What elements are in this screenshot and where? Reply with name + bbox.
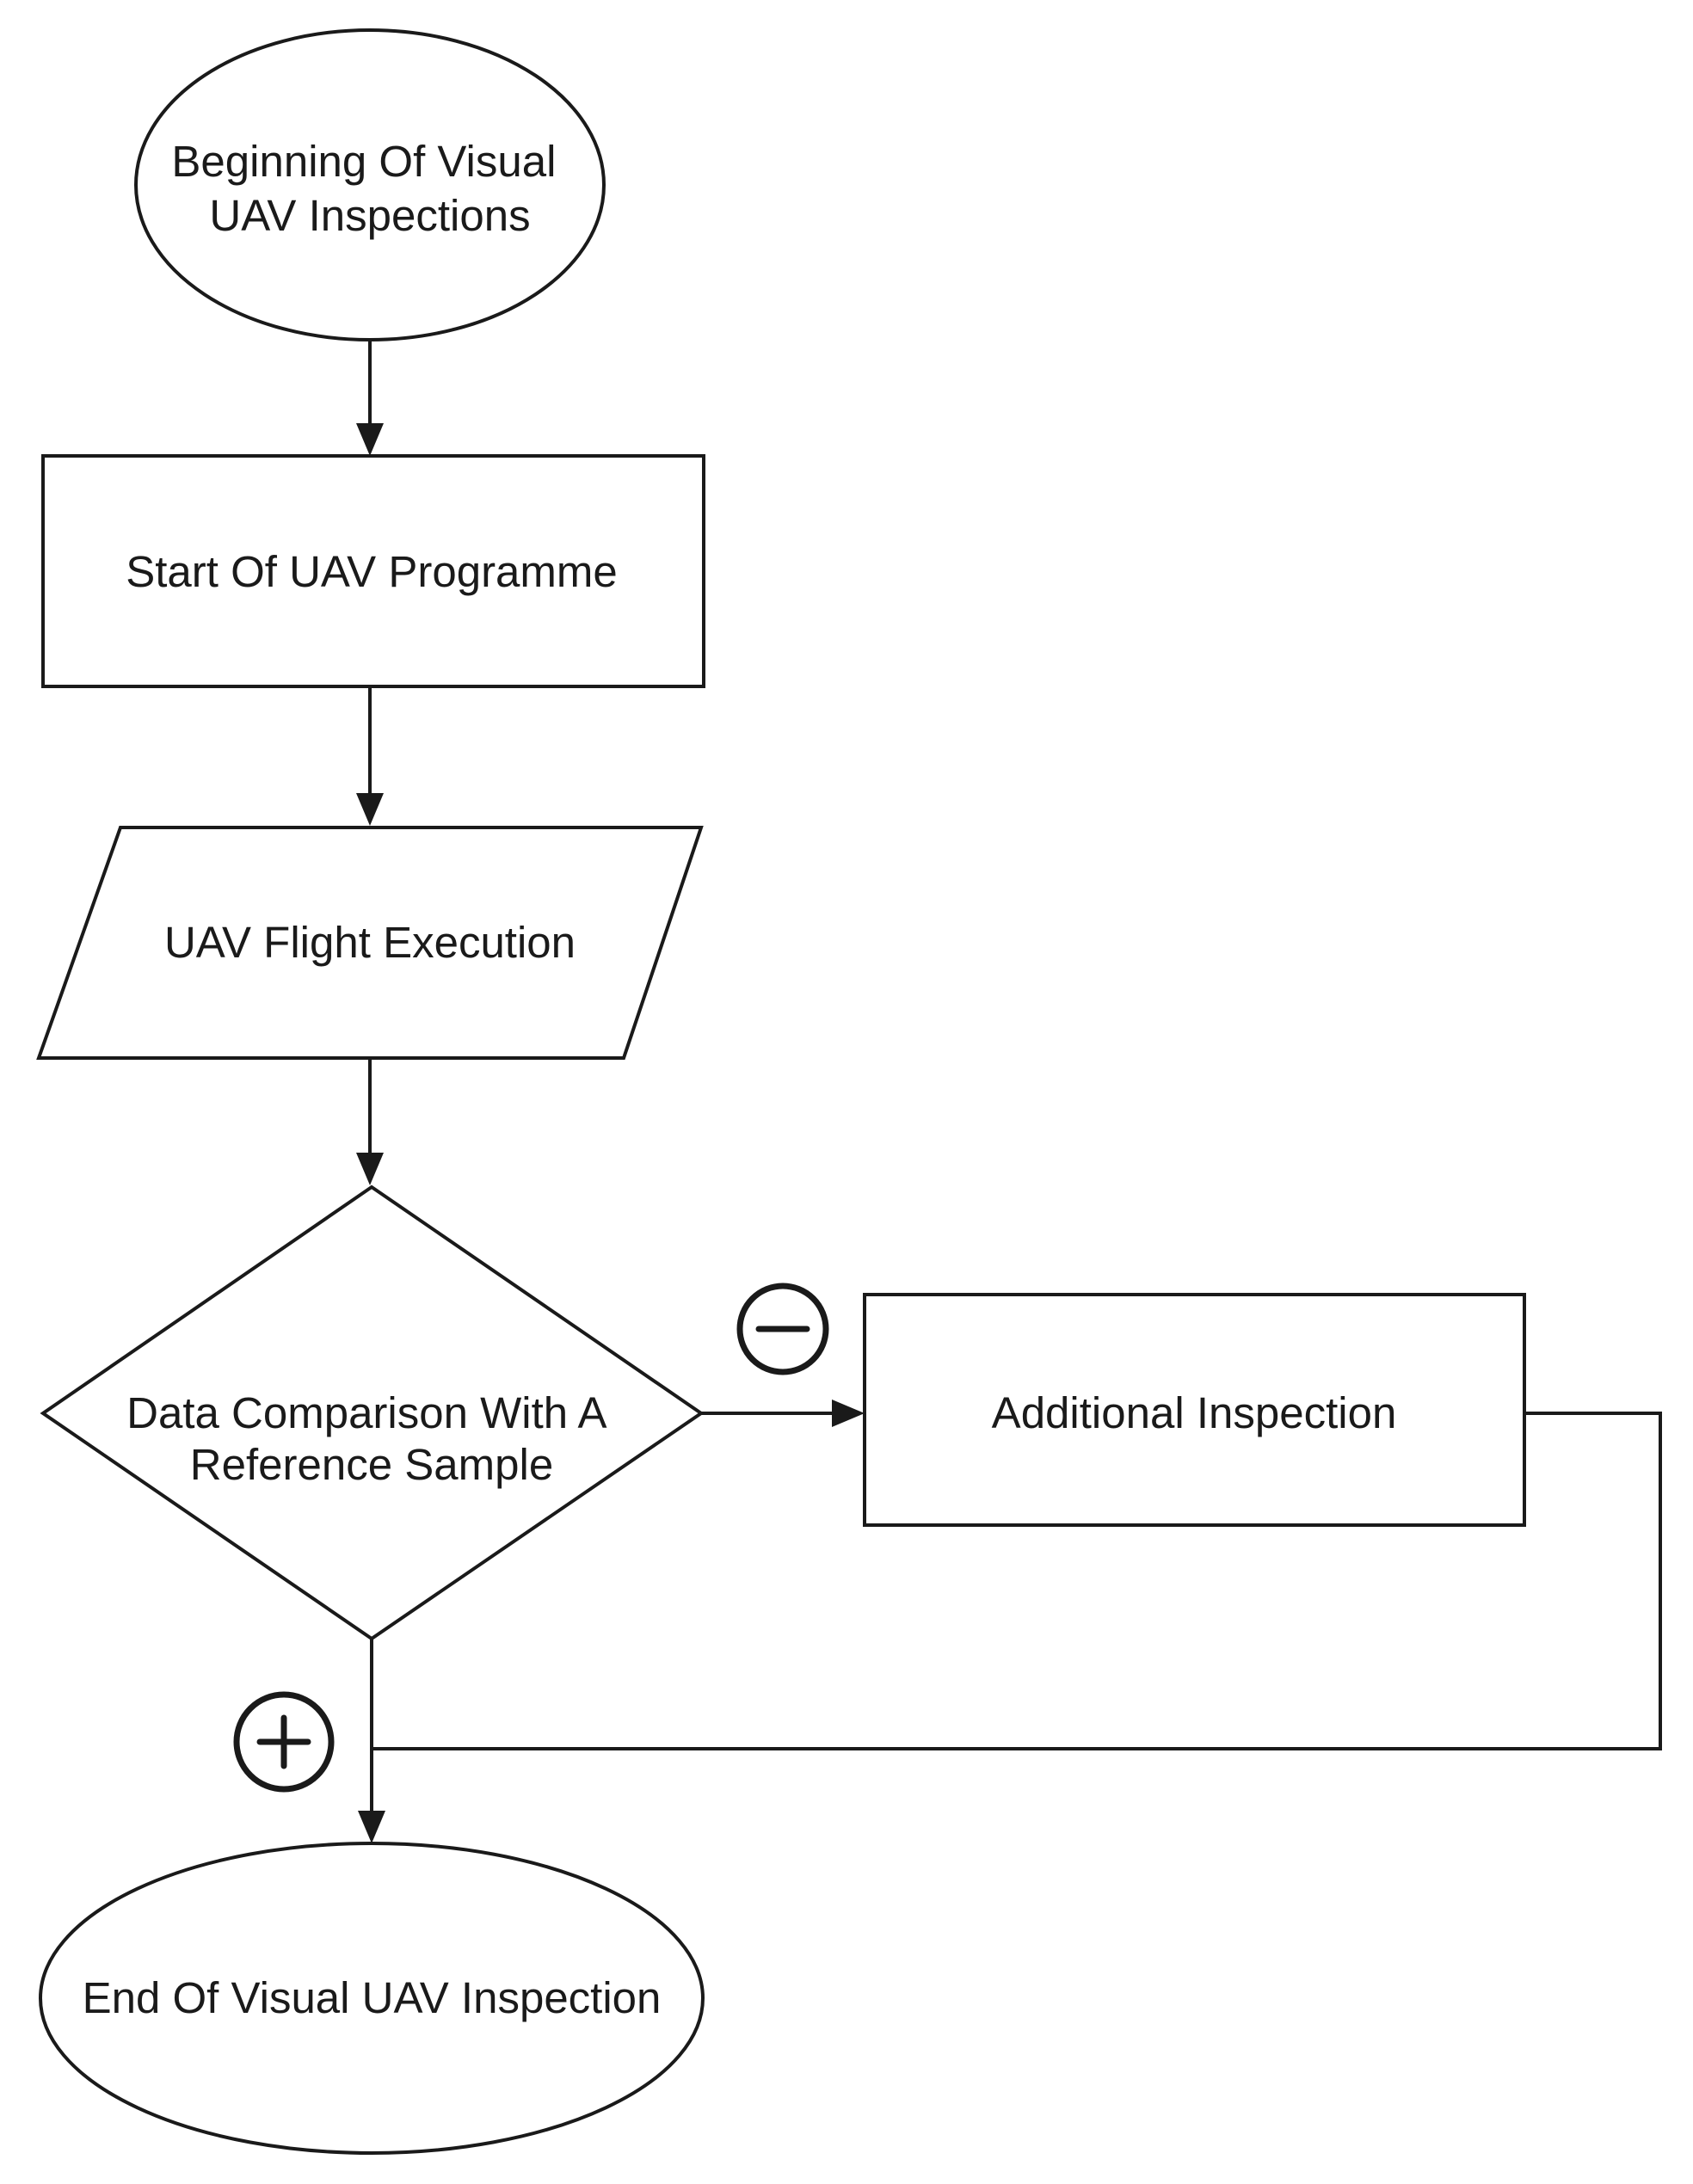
additional-label-line-1: Additional Inspection [992, 1388, 1397, 1437]
start-label: Beginning Of Visual UAV Inspections [171, 137, 568, 240]
programme-node: Start Of UAV Programme [41, 454, 705, 688]
end-node: End Of Visual UAV Inspection [39, 1842, 705, 2155]
decision-label-line-2: Reference Sample [190, 1440, 553, 1489]
edge-additional-to-end [372, 1412, 1662, 1750]
start-node: Beginning Of Visual UAV Inspections [134, 28, 606, 341]
additional-rect [863, 1293, 1526, 1527]
programme-label: Start Of UAV Programme [126, 547, 618, 596]
additional-node: Additional Inspection [863, 1293, 1526, 1527]
decision-diamond [40, 1184, 705, 1641]
decision-node: Data Comparison With A Reference Sample [40, 1184, 705, 1641]
minus-icon [736, 1283, 829, 1375]
programme-label-line-1: Start Of UAV Programme [126, 547, 618, 596]
decision-label: Data Comparison With A Reference Sample [126, 1388, 617, 1489]
arrow-head [356, 1153, 384, 1185]
connectors [356, 340, 1662, 1843]
start-label-line-1: Beginning Of Visual [171, 137, 556, 186]
arrow-head [356, 423, 384, 456]
arrow-head [356, 793, 384, 826]
end-label-line-1: End Of Visual UAV Inspection [83, 1973, 662, 2022]
flight-parallelogram [36, 826, 704, 1060]
arrow-head [358, 1811, 385, 1843]
start-label-line-2: UAV Inspections [209, 191, 530, 240]
flight-node: UAV Flight Execution [36, 826, 704, 1060]
additional-label: Additional Inspection [992, 1388, 1397, 1437]
programme-rect [41, 454, 705, 688]
end-ellipse [39, 1842, 705, 2155]
start-ellipse [134, 28, 606, 341]
arrow-head [832, 1400, 865, 1427]
end-label: End Of Visual UAV Inspection [83, 1973, 662, 2022]
decision-label-line-1: Data Comparison With A [126, 1388, 606, 1437]
flight-label: UAV Flight Execution [164, 918, 576, 967]
plus-icon [233, 1691, 335, 1793]
flight-label-line-1: UAV Flight Execution [164, 918, 576, 967]
